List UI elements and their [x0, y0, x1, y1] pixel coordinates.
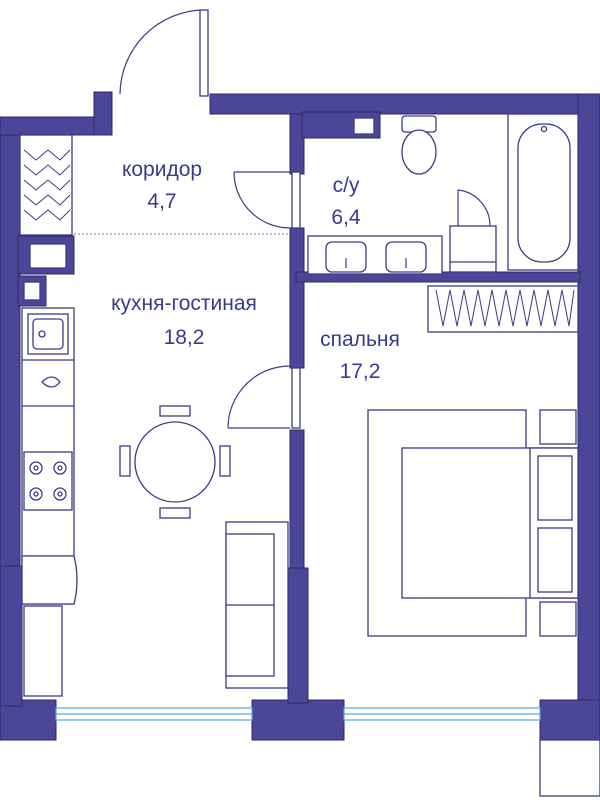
- sink-1: [325, 241, 367, 273]
- room-area-bathroom: 6,4: [331, 206, 361, 229]
- balcony: [539, 739, 600, 797]
- dining-table: [134, 421, 216, 503]
- pillow-1: [537, 455, 573, 521]
- sink-2: [385, 241, 427, 273]
- bath-door-swing: [233, 171, 291, 229]
- notch-cutout-2: [23, 281, 41, 301]
- room-name-kitchen-living: кухня-гостиная: [111, 292, 257, 315]
- room-area-bedroom: 17,2: [340, 360, 381, 383]
- windows: [55, 707, 600, 797]
- wardrobe-corridor: [19, 134, 73, 236]
- pillow-2: [537, 527, 573, 593]
- kitchen: [21, 307, 78, 697]
- chair-bottom: [159, 507, 191, 519]
- room-name-bathroom: с/у: [333, 174, 360, 197]
- wall-right: [577, 93, 600, 705]
- dining-set: [119, 405, 231, 519]
- chair-top: [159, 405, 191, 417]
- sofa: [225, 521, 289, 689]
- wall-bottom-mid: [251, 699, 345, 741]
- wardrobe-bedroom: [427, 285, 579, 333]
- wall-bottom-right: [539, 699, 600, 741]
- wall-top-right: [209, 93, 600, 115]
- bedroom-door-swing: [227, 365, 291, 429]
- bed: [367, 409, 579, 637]
- wall-interior-lower: [289, 429, 305, 571]
- room-name-corridor: коридор: [122, 158, 202, 181]
- wall-left-bottom: [0, 565, 23, 707]
- room-name-bedroom: спальня: [320, 328, 400, 351]
- walls: [0, 91, 600, 741]
- fridge: [21, 555, 78, 605]
- tap-icon: [41, 376, 61, 388]
- wall-entry-pillar: [93, 91, 113, 136]
- room-area-corridor: 4,7: [147, 190, 176, 213]
- notch-cutout-1: [29, 243, 67, 269]
- chair-right: [219, 445, 231, 477]
- nightstand-1: [539, 409, 577, 445]
- oven: [23, 605, 63, 697]
- entry-door-swing: [119, 9, 204, 95]
- bathroom-fixtures: [307, 113, 579, 275]
- hob: [23, 451, 73, 511]
- wall-interior-bottom: [287, 567, 309, 704]
- doors: [119, 9, 301, 429]
- wall-interior-mid: [289, 227, 305, 369]
- toilet-bowl: [401, 129, 437, 175]
- washing-machine: [449, 225, 497, 273]
- wall-bottom-left: [0, 699, 57, 741]
- room-area-kitchen-living: 18,2: [164, 326, 205, 349]
- chair-left: [119, 445, 131, 477]
- shaft-cutout: [353, 117, 375, 135]
- nightstand-2: [539, 601, 577, 637]
